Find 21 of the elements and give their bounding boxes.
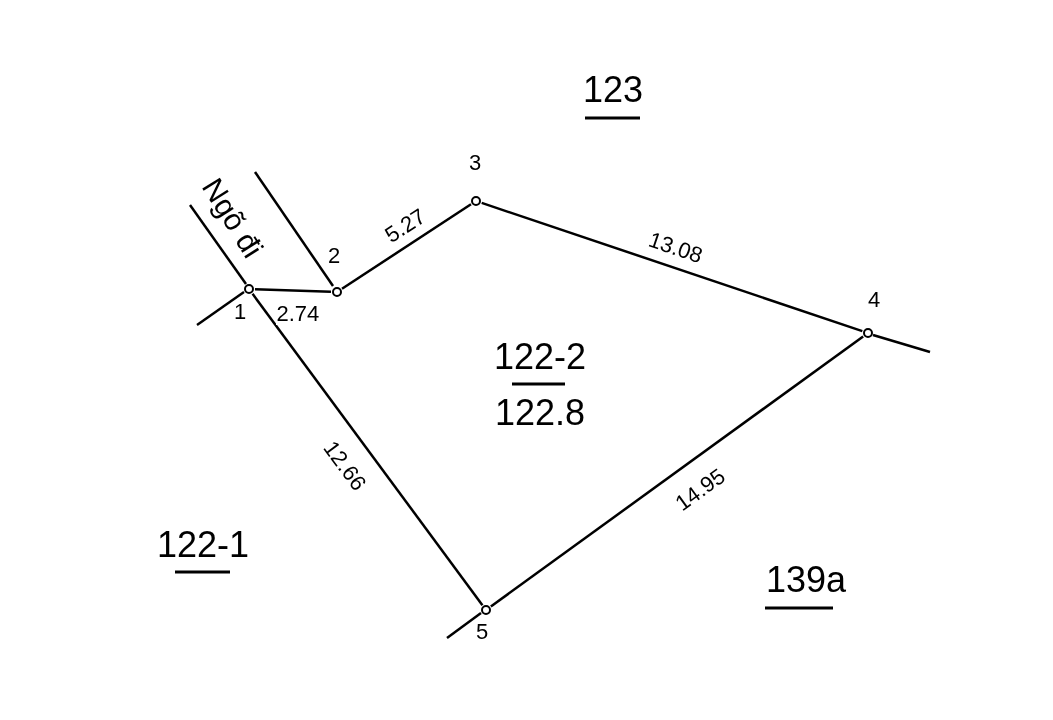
boundary-line: [254, 287, 332, 294]
parcel-area: 122.8: [495, 395, 586, 431]
survey-point: [244, 284, 254, 294]
point-number: 5: [476, 621, 489, 643]
parcel-number: 122-1: [157, 527, 250, 563]
parcel-number: 123: [583, 72, 644, 108]
parcel-number: 139a: [766, 562, 847, 598]
point-number: 2: [328, 245, 341, 267]
boundary-line: [251, 293, 484, 606]
boundary-line: [341, 203, 472, 290]
point-number: 4: [868, 289, 881, 311]
boundary-line: [490, 335, 864, 608]
point-number: 1: [234, 301, 247, 323]
boundary-line: [481, 201, 863, 333]
parcel-number: 122-2: [494, 339, 587, 375]
survey-point: [481, 605, 491, 615]
survey-point: [471, 196, 481, 206]
length-label: 2.74: [275, 303, 321, 325]
survey-point: [332, 287, 342, 297]
survey-point: [863, 328, 873, 338]
point-number: 3: [469, 152, 482, 174]
